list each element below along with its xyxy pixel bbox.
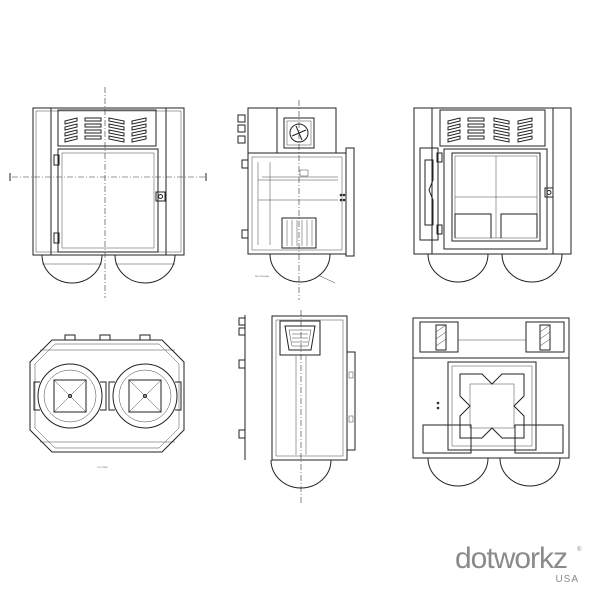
side-view-caption: SECTION A-A bbox=[255, 275, 269, 278]
dotworkz-logo: dotworkz ® USA bbox=[455, 543, 585, 591]
side-view-alt bbox=[238, 310, 356, 505]
logo-registered-mark: ® bbox=[577, 547, 582, 553]
logo-subtitle: USA bbox=[555, 574, 579, 585]
top-view: TOP VIEW bbox=[29, 334, 185, 469]
front-view bbox=[9, 87, 207, 298]
logo-wordmark: dotworkz bbox=[455, 542, 568, 575]
bottom-view bbox=[412, 317, 570, 487]
side-view: SECTION A-A bbox=[237, 100, 355, 300]
top-view-caption: TOP VIEW bbox=[97, 467, 109, 469]
rear-louvers bbox=[447, 117, 533, 143]
front-louvers bbox=[64, 117, 147, 143]
rear-view bbox=[413, 107, 572, 283]
